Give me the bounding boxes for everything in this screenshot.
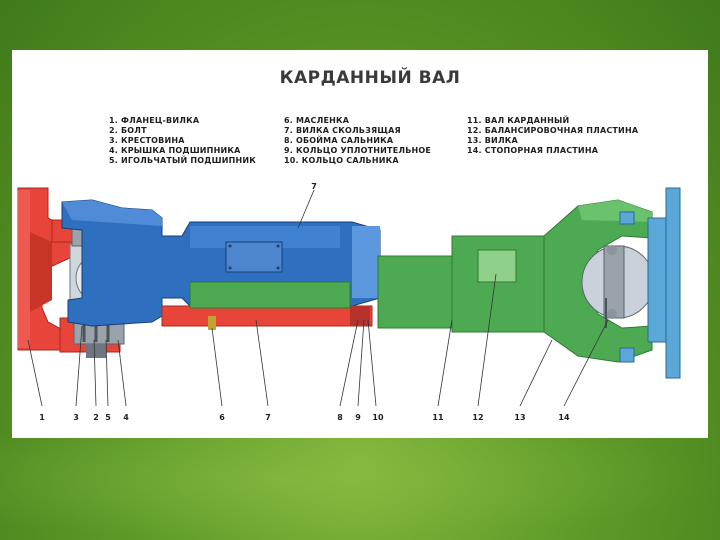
callout-3: 3 [73,413,79,422]
legend-item: 2. БОЛТ [109,126,147,135]
callout-12: 12 [472,413,484,422]
leader-lines [27,189,609,407]
callout-11: 11 [432,413,444,422]
callout-top-7: 7 [311,182,317,191]
callout-2: 2 [93,413,99,422]
legend-item: 10. КОЛЬЦО САЛЬНИКА [284,156,399,165]
balancing-plate [477,249,517,283]
legend-item: 12. БАЛАНСИРОВОЧНАЯ ПЛАСТИНА [467,126,639,135]
legend-item: 5. ИГОЛЬЧАТЫЙ ПОДШИПНИК [109,156,257,165]
callout-5: 5 [105,413,111,422]
legend-column-1: 1. ФЛАНЕЦ-ВИЛКА 2. БОЛТ 3. КРЕСТОВИНА 4.… [109,116,256,166]
cardan-shaft [377,235,545,333]
callout-9: 9 [355,413,361,422]
slide-panel: КАРДАННЫЙ ВАЛ 1. ФЛАНЕЦ-ВИЛКА 2. БОЛТ 3.… [12,50,708,438]
legend-item: 3. КРЕСТОВИНА [109,136,185,145]
legend-item: 8. ОБОЙМА САЛЬНИКА [284,136,394,145]
legend-item: 1. ФЛАНЕЦ-ВИЛКА [109,116,200,125]
callout-6: 6 [219,413,225,422]
cardan-shaft-diagram [17,187,681,407]
legend-item: 11. ВАЛ КАРДАННЫЙ [467,116,570,125]
legend-item: 6. МАСЛЕНКА [284,116,350,125]
legend-item: 9. КОЛЬЦО УПЛОТНИТЕЛЬНОЕ [284,146,432,155]
callout-4: 4 [123,413,129,422]
background-glow [0,438,720,540]
legend-column-2: 6. МАСЛЕНКА 7. ВИЛКА СКОЛЬЗЯЩАЯ 8. ОБОЙМ… [284,116,431,166]
callout-7: 7 [265,413,271,422]
legend-column-3: 11. ВАЛ КАРДАННЫЙ 12. БАЛАНСИРОВОЧНАЯ ПЛ… [467,116,638,156]
callout-10: 10 [372,413,384,422]
callout-1: 1 [39,413,45,422]
callout-8: 8 [337,413,343,422]
legend-item: 7. ВИЛКА СКОЛЬЗЯЩАЯ [284,126,401,135]
callout-14: 14 [558,413,570,422]
callout-13: 13 [514,413,526,422]
right-flange [619,187,681,379]
legend-item: 4. КРЫШКА ПОДШИПНИКА [109,146,241,155]
legend-item: 13. ВИЛКА [467,136,518,145]
legend-item: 14. СТОПОРНАЯ ПЛАСТИНА [467,146,599,155]
oil-seal-assembly [161,305,373,330]
diagram-title: КАРДАННЫЙ ВАЛ [279,68,461,88]
spline-shaft-section [189,281,351,309]
right-cross-spider [581,245,655,328]
